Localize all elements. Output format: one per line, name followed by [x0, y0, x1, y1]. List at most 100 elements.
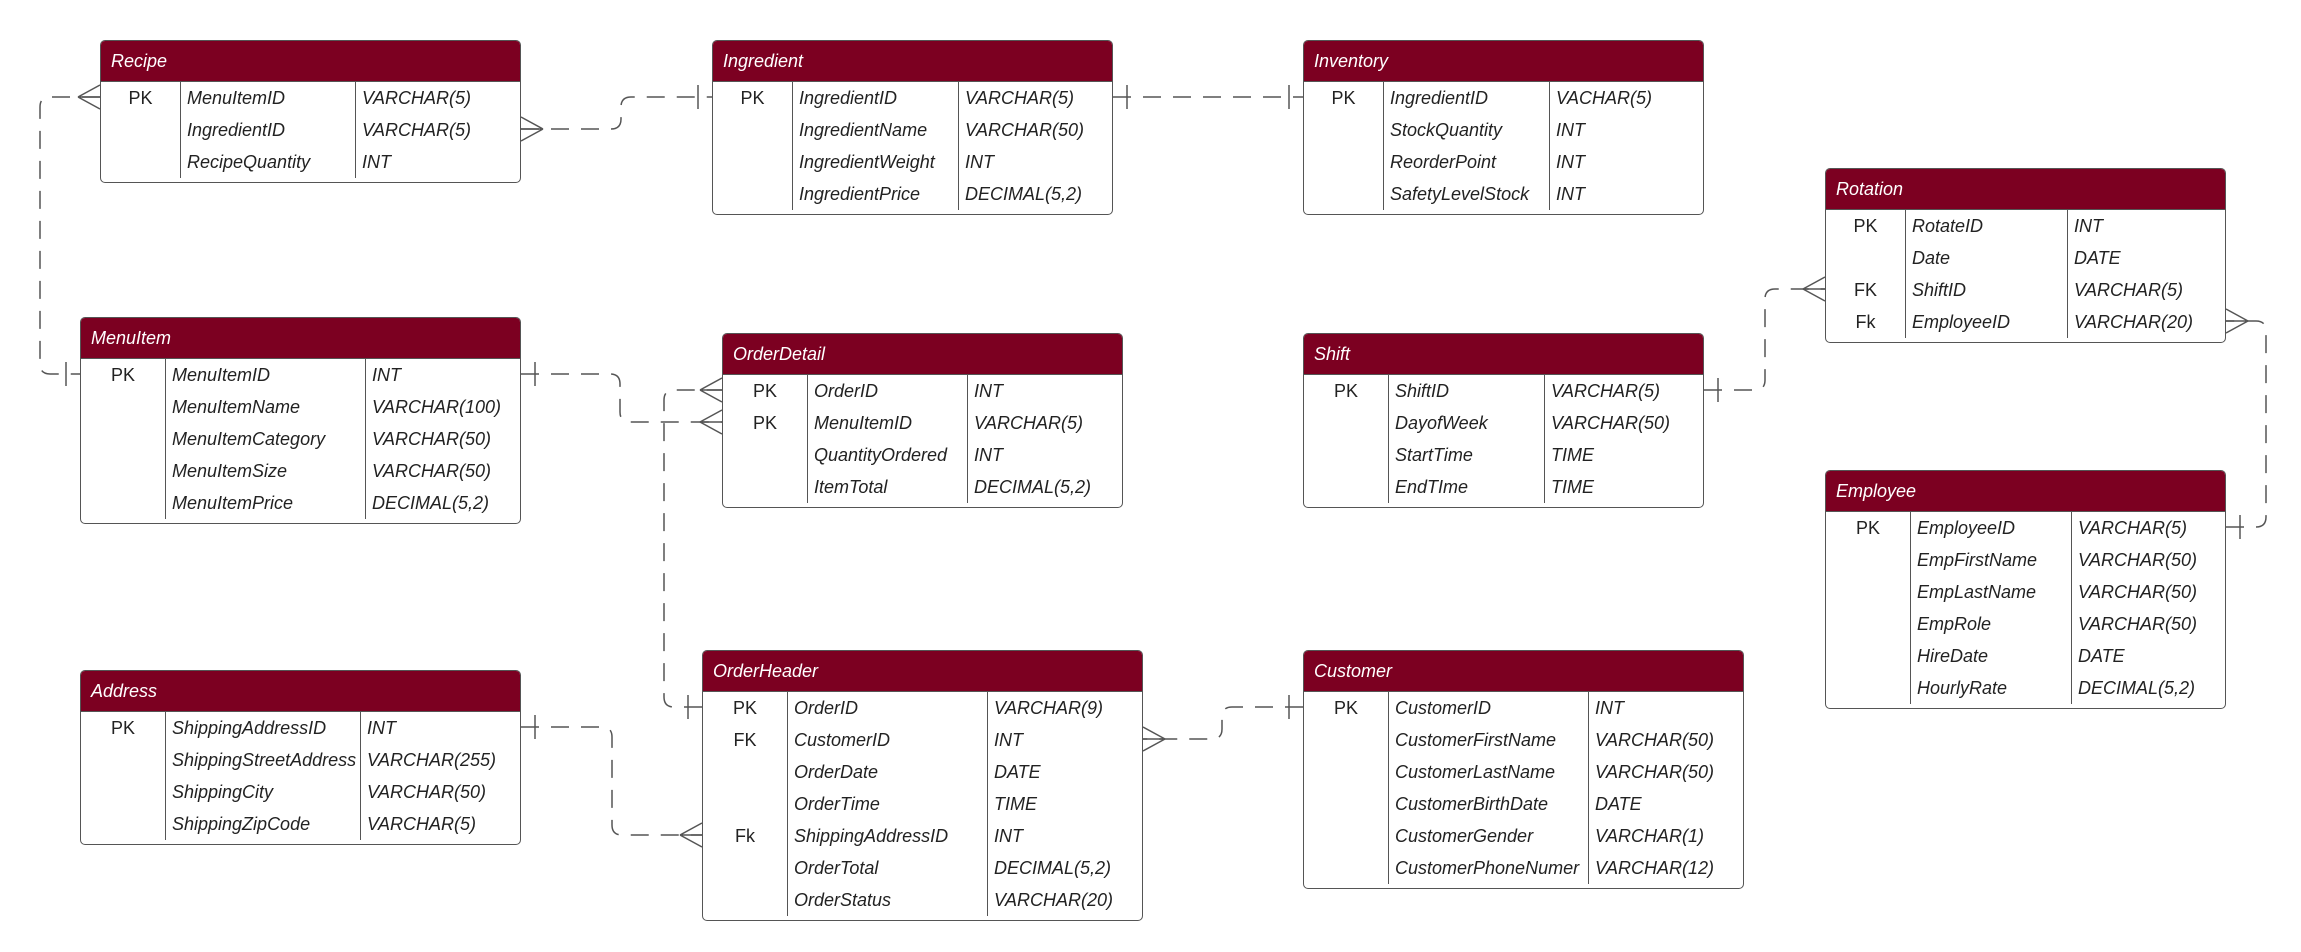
column-type: TIME: [994, 794, 1037, 814]
crows-foot-icon: [699, 409, 723, 435]
column-name: OrderDate: [788, 756, 988, 788]
column-name: MenuItemID: [181, 82, 356, 114]
column-name: EmployeeID: [1911, 512, 2072, 544]
column-key: PK: [723, 375, 808, 407]
column-key: [81, 391, 166, 423]
column-type: DECIMAL(5,2): [372, 493, 490, 513]
column-type: VARCHAR(50): [372, 429, 492, 449]
column-key: [713, 114, 793, 146]
column-name: EmpRole: [1911, 608, 2072, 640]
column-key: [703, 788, 788, 820]
column-name: IngredientID: [793, 82, 959, 114]
column-key: PK: [1304, 375, 1389, 407]
entity-title: MenuItem: [81, 318, 520, 359]
column-key: PK: [1826, 512, 1911, 544]
column-name: CustomerID: [788, 724, 988, 756]
column-type: INT: [994, 826, 1023, 846]
column-key: [81, 487, 166, 519]
column-name: MenuItemName: [166, 391, 366, 423]
entity-title: Shift: [1304, 334, 1703, 375]
column-key: FK: [703, 724, 788, 756]
column-name: CustomerID: [1389, 692, 1589, 724]
column-type: INT: [974, 445, 1003, 465]
column-name: IngredientName: [793, 114, 959, 146]
column-key: [1304, 724, 1389, 756]
column-name: ShiftID: [1389, 375, 1545, 407]
crows-foot-icon: [699, 377, 723, 403]
crows-foot-icon: [1802, 276, 1826, 302]
column-type: VARCHAR(50): [2078, 550, 2198, 570]
column-name: ItemTotal: [808, 471, 968, 503]
column-name: ShippingZipCode: [166, 808, 361, 840]
column-name: CustomerPhoneNumer: [1389, 852, 1589, 884]
column-type: VACHAR(5): [1556, 88, 1653, 108]
entity-title: Rotation: [1826, 169, 2225, 210]
column-key: Fk: [703, 820, 788, 852]
column-type: DATE: [1595, 794, 1642, 814]
column-type: VARCHAR(5): [1551, 381, 1661, 401]
column-key: [1304, 471, 1389, 503]
column-type: DATE: [994, 762, 1041, 782]
column-type: INT: [1556, 152, 1585, 172]
relationship-employee-rotation: [2226, 320, 2267, 528]
column-name: ShippingStreetAddress: [166, 744, 361, 776]
column-key: PK: [713, 82, 793, 114]
column-type: DECIMAL(5,2): [965, 184, 1083, 204]
column-key: [713, 178, 793, 210]
column-type: VARCHAR(50): [372, 461, 492, 481]
column-name: IngredientPrice: [793, 178, 959, 210]
column-name: HireDate: [1911, 640, 2072, 672]
column-type: VARCHAR(5): [367, 814, 477, 834]
relationship-menuitem-orderdetail: [521, 373, 722, 423]
column-name: StartTime: [1389, 439, 1545, 471]
column-name: OrderStatus: [788, 884, 988, 916]
entity-title: Employee: [1826, 471, 2225, 512]
column-type: VARCHAR(50): [965, 120, 1085, 140]
column-type: INT: [1556, 120, 1585, 140]
column-name: MenuItemID: [808, 407, 968, 439]
column-name: OrderTotal: [788, 852, 988, 884]
column-name: OrderTime: [788, 788, 988, 820]
column-name: EmployeeID: [1906, 306, 2068, 338]
column-name: CustomerLastName: [1389, 756, 1589, 788]
column-key: [1304, 852, 1389, 884]
relationship-shift-rotation: [1704, 288, 1825, 391]
entity-title: Customer: [1304, 651, 1743, 692]
column-type: VARCHAR(9): [994, 698, 1104, 718]
column-type: VARCHAR(50): [367, 782, 487, 802]
column-key: PK: [101, 82, 181, 114]
column-type: VARCHAR(20): [2074, 312, 2194, 332]
column-key: FK: [1826, 274, 1906, 306]
column-key: PK: [723, 407, 808, 439]
column-name: ShippingCity: [166, 776, 361, 808]
column-name: CustomerGender: [1389, 820, 1589, 852]
column-key: [1304, 439, 1389, 471]
column-name: MenuItemSize: [166, 455, 366, 487]
column-name: ShippingAddressID: [788, 820, 988, 852]
crows-foot-icon: [77, 84, 101, 110]
column-key: [1304, 756, 1389, 788]
column-name: EmpFirstName: [1911, 544, 2072, 576]
